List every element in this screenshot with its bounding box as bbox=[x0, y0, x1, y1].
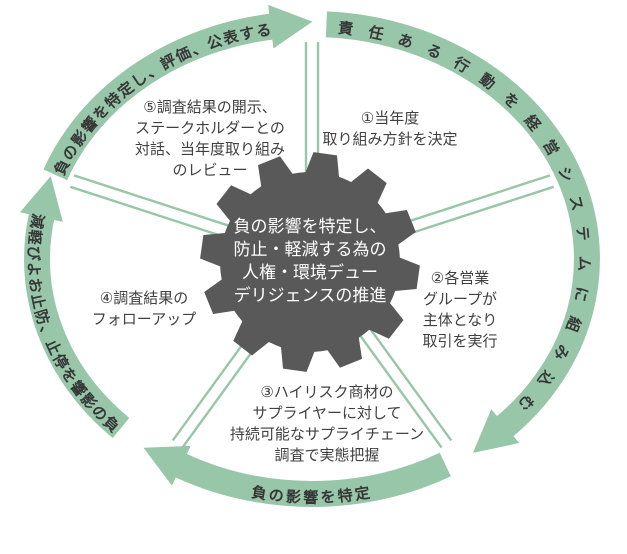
arc-bottom-label: 負の影響を特定 bbox=[250, 483, 373, 506]
step-1-label: ①当年度 取り組み方針を決定 bbox=[322, 108, 457, 150]
center-line-3: 人権・環境デュー bbox=[242, 263, 378, 282]
step-4-line-1: ④調査結果の bbox=[99, 290, 189, 307]
gear-shape bbox=[200, 152, 420, 372]
step-5-line-1: ⑤調査結果の開示、 bbox=[143, 99, 277, 116]
step-4-label: ④調査結果の フォローアップ bbox=[92, 288, 196, 330]
center-line-4: デリジェンスの推進 bbox=[233, 286, 387, 305]
segment-divider-3-1 bbox=[357, 311, 453, 442]
step-5-label: ⑤調査結果の開示、 ステークホルダーとの 対話、当年度取り組み のレビュー bbox=[135, 97, 285, 181]
step-5-line-4: のレビュー bbox=[172, 162, 248, 179]
center-line-1: 負の影響を特定し、 bbox=[233, 217, 387, 236]
gear-center-label: 負の影響を特定し、 防止・軽減する為の 人権・環境デュー デリジェンスの推進 bbox=[234, 215, 387, 307]
step-3-label: ③ハイリスク商材の サプライヤーに対して 持続可能なサプライチェーン 調査で実態… bbox=[230, 382, 424, 466]
arc-top-left-band bbox=[43, 4, 313, 181]
step-2-line-2: グループが bbox=[422, 291, 498, 308]
step-2-label: ②各営業 グループが 主体となり 取引を実行 bbox=[422, 268, 497, 352]
step-2-line-1: ②各営業 bbox=[430, 270, 490, 287]
step-3-line-2: サプライヤーに対して bbox=[252, 405, 402, 422]
step-1-line-1: ①当年度 bbox=[360, 110, 420, 127]
arc-bottom-band bbox=[143, 445, 451, 507]
arc-right-band bbox=[325, 11, 600, 453]
step-2-line-4: 取引を実行 bbox=[422, 333, 498, 350]
segment-divider-5-2 bbox=[73, 174, 248, 233]
step-1-line-2: 取り組み方針を決定 bbox=[322, 131, 458, 148]
step-3-line-1: ③ハイリスク商材の bbox=[260, 384, 394, 401]
step-3-line-4: 調査で実態把握 bbox=[274, 447, 380, 464]
step-4-line-2: フォローアップ bbox=[91, 311, 197, 328]
segment-divider-3-2 bbox=[347, 318, 443, 449]
center-line-2: 防止・軽減する為の bbox=[233, 240, 387, 259]
step-2-line-3: 主体となり bbox=[422, 312, 498, 329]
segment-divider-5-1 bbox=[69, 185, 244, 245]
arc-left-band bbox=[19, 176, 130, 439]
step-3-line-3: 持続可能なサプライチェーン bbox=[229, 426, 425, 443]
step-5-line-2: ステークホルダーとの bbox=[135, 120, 285, 137]
step-5-line-3: 対話、当年度取り組み bbox=[134, 141, 286, 158]
